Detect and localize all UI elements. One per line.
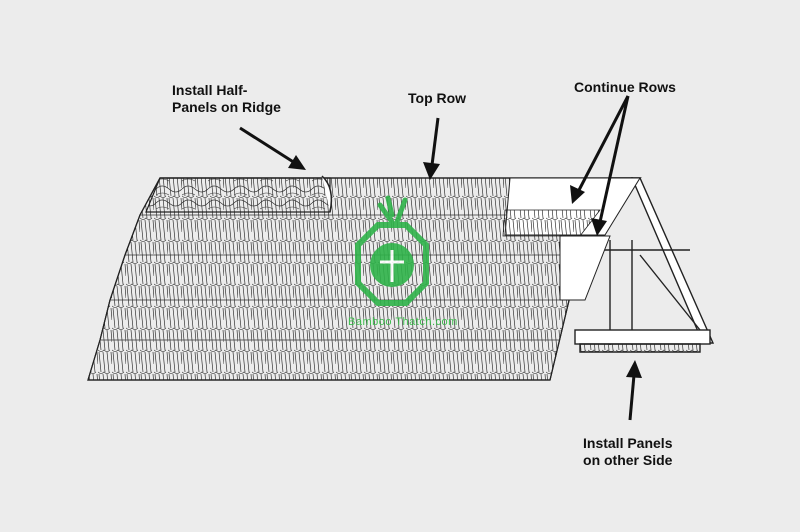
label-install-half-panels: Install Half- Panels on Ridge	[172, 82, 281, 116]
label-install-panels-other-side: Install Panels on other Side	[583, 435, 672, 469]
watermark-text: Bamboo Thatch.com	[348, 316, 458, 328]
label-line: Install Panels	[583, 435, 672, 452]
label-line: Install Half-	[172, 82, 281, 99]
label-continue-rows: Continue Rows	[574, 79, 676, 96]
ridge-half-panels	[146, 176, 331, 212]
label-top-row: Top Row	[408, 90, 466, 107]
label-line: Panels on Ridge	[172, 99, 281, 116]
label-line: on other Side	[583, 452, 672, 469]
